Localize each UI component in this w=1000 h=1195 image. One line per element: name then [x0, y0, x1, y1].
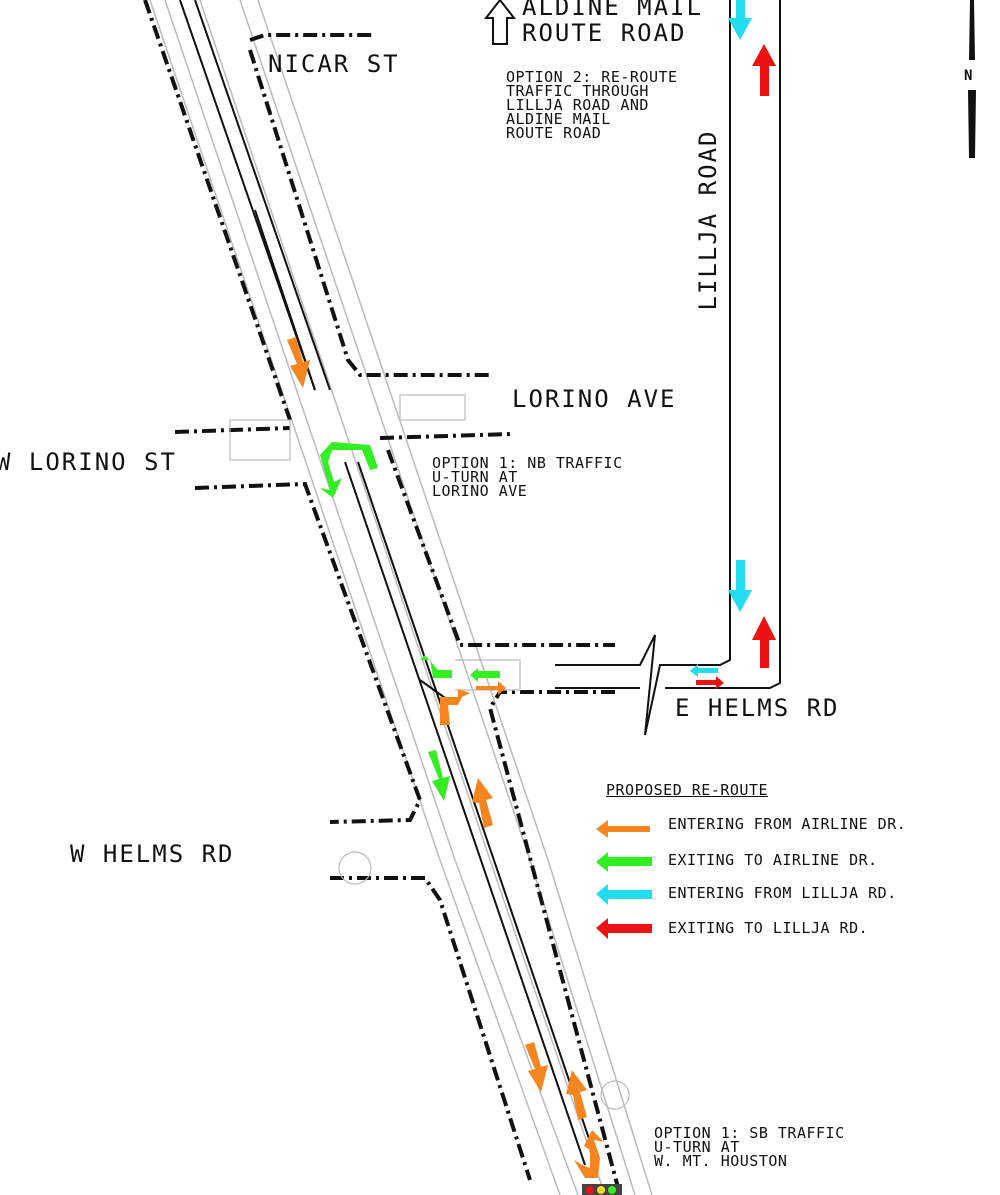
option1-nb-line-1: OPTION 1: NB TRAFFIC [432, 454, 623, 472]
legend-label: EXITING TO LILLJA RD. [668, 919, 869, 937]
legend-item-exiting-lillja: EXITING TO LILLJA RD. [668, 919, 868, 937]
aldine-line-2: ROUTE ROAD [522, 19, 687, 47]
legend-item-entering-airline: ENTERING FROM AIRLINE DR. [668, 815, 906, 833]
green-arrows [320, 442, 652, 872]
red-arrows [596, 44, 776, 939]
north-arrow-icon [968, 0, 976, 158]
w-helms-rd-label: W HELMS RD [70, 840, 235, 868]
option1-nb-line-3: LORINO AVE [432, 482, 528, 500]
option2-line-2: TRAFFIC THROUGH [506, 82, 649, 100]
aldine-up-arrow-icon [483, 0, 517, 45]
orange-arrows [287, 337, 650, 1178]
option2-line-1: OPTION 2: RE-ROUTE [506, 68, 678, 86]
option1-nb-line-2: U-TURN AT [432, 468, 518, 486]
option2-note: OPTION 2: RE-ROUTE TRAFFIC THROUGH LILLJ… [506, 68, 678, 142]
legend-label: EXITING TO AIRLINE DR. [668, 851, 878, 869]
aldine-line-1: ALDINE MAIL [522, 0, 703, 21]
nicar-st-label: NICAR ST [268, 50, 400, 78]
legend-label: ENTERING FROM AIRLINE DR. [668, 815, 907, 833]
legend-title: PROPOSED RE-ROUTE [606, 781, 769, 799]
lillja-loop [555, 0, 781, 736]
airline-road-edges [149, 0, 653, 1195]
right-of-way-lines [143, 0, 622, 1195]
e-helms-rd-label: E HELMS RD [675, 694, 840, 722]
legend-item-entering-lillja: ENTERING FROM LILLJA RD. [668, 884, 897, 902]
airline-median [179, 0, 599, 1166]
option2-line-3: LILLJA ROAD AND [506, 96, 649, 114]
option1-sb-line-1: OPTION 1: SB TRAFFIC [654, 1124, 845, 1142]
option1-nb-note: OPTION 1: NB TRAFFIC U-TURN AT LORINO AV… [432, 454, 623, 500]
option1-sb-note: OPTION 1: SB TRAFFIC U-TURN AT W. MT. HO… [654, 1124, 845, 1170]
option1-sb-line-3: W. MT. HOUSTON [654, 1152, 788, 1170]
aldine-mail-route-road-label: ALDINE MAIL ROUTE ROAD [522, 0, 703, 46]
north-label: N [964, 68, 973, 84]
option2-line-4: ALDINE MAIL [506, 110, 611, 128]
cyan-arrows [596, 0, 752, 905]
legend-item-exiting-airline: EXITING TO AIRLINE DR. [668, 851, 878, 869]
option1-sb-line-2: U-TURN AT [654, 1138, 740, 1156]
traffic-signal-icon [582, 1184, 622, 1195]
lillja-road-label: LILLJA ROAD [694, 129, 722, 311]
w-lorino-st-label: W LORINO ST [0, 448, 177, 476]
legend-label: ENTERING FROM LILLJA RD. [668, 884, 897, 902]
lorino-ave-label: LORINO AVE [512, 385, 677, 413]
option2-line-5: ROUTE ROAD [506, 124, 602, 142]
